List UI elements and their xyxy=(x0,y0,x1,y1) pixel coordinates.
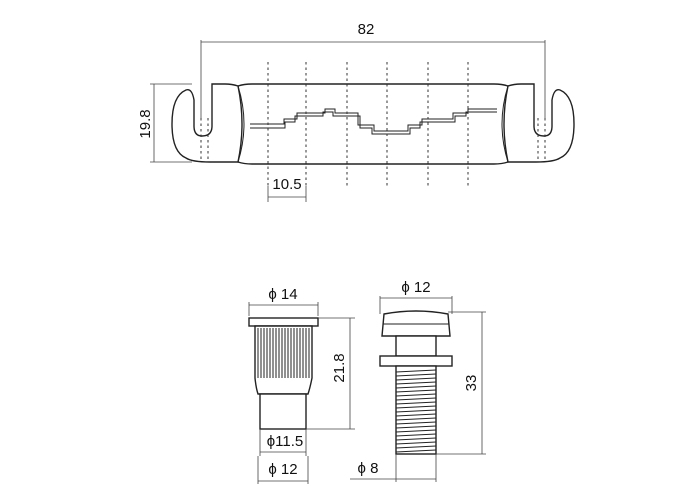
thread-line xyxy=(395,449,437,453)
thread-line xyxy=(395,421,437,425)
thread-line xyxy=(395,437,437,441)
height-dimension: 19.8 xyxy=(137,83,192,163)
stud-knurl-lines xyxy=(257,328,310,378)
thread-line xyxy=(395,385,437,389)
string-centerlines xyxy=(200,62,546,186)
thread-line xyxy=(395,441,437,445)
stud-knurled-body xyxy=(254,325,313,395)
spacing-label: 10.5 xyxy=(272,176,301,193)
right-cap-curve xyxy=(501,85,509,163)
stud-head-dimension: ϕ 14 xyxy=(248,286,319,316)
stud-base-label: ϕ 12 xyxy=(268,461,297,478)
stud-shank xyxy=(259,393,307,430)
stud-shank-dimension: ϕ11.5 xyxy=(259,429,307,456)
thread-line xyxy=(395,445,437,449)
stud-flange xyxy=(248,317,319,327)
thread-line xyxy=(395,401,437,405)
thread-line xyxy=(395,373,437,377)
length-label: 82 xyxy=(358,21,375,38)
screw-head-dimension: ϕ 12 xyxy=(379,279,453,314)
thread-line xyxy=(395,377,437,381)
screw-length-dimension: 33 xyxy=(436,311,486,455)
length-dimension: 82 xyxy=(200,21,546,118)
stud-base-dimension: ϕ 12 xyxy=(257,456,309,484)
screw-thread-label: ϕ 8 xyxy=(358,460,379,477)
thread-line xyxy=(395,413,437,417)
left-cap-curve xyxy=(237,85,245,163)
screw-drawing: ϕ 12 33 ϕ 8 xyxy=(350,279,486,482)
screw-thread-dimension: ϕ 8 xyxy=(350,454,437,482)
screw-length-label: 33 xyxy=(463,375,480,392)
thread-line xyxy=(395,369,437,373)
tailpiece-left-ear xyxy=(171,83,243,163)
thread-line xyxy=(395,433,437,437)
stud-shank-label: ϕ11.5 xyxy=(267,433,303,450)
thread-line xyxy=(395,397,437,401)
string-slot-line-lower xyxy=(250,108,497,132)
stud-head-label: ϕ 14 xyxy=(268,286,297,303)
thread-line xyxy=(395,381,437,385)
screw-head-label: ϕ 12 xyxy=(401,279,430,296)
thread-line xyxy=(395,425,437,429)
stud-height-dimension: 21.8 xyxy=(306,317,355,430)
height-label: 19.8 xyxy=(137,109,154,138)
thread-line xyxy=(395,417,437,421)
screw-collar xyxy=(379,355,453,367)
screw-thread-lines xyxy=(395,369,437,453)
thread-line xyxy=(395,405,437,409)
stud-height-label: 21.8 xyxy=(331,353,348,382)
thread-line xyxy=(395,393,437,397)
tailpiece-right-ear xyxy=(503,83,575,163)
screw-neck xyxy=(395,335,437,357)
stud-drawing: ϕ 14 21.8 ϕ11.5 ϕ 12 xyxy=(248,286,355,484)
tailpiece-drawing: 82 19.8 xyxy=(137,21,575,202)
thread-line xyxy=(395,429,437,433)
thread-line xyxy=(395,389,437,393)
spacing-dimension: 10.5 xyxy=(267,176,307,202)
thread-line xyxy=(395,409,437,413)
